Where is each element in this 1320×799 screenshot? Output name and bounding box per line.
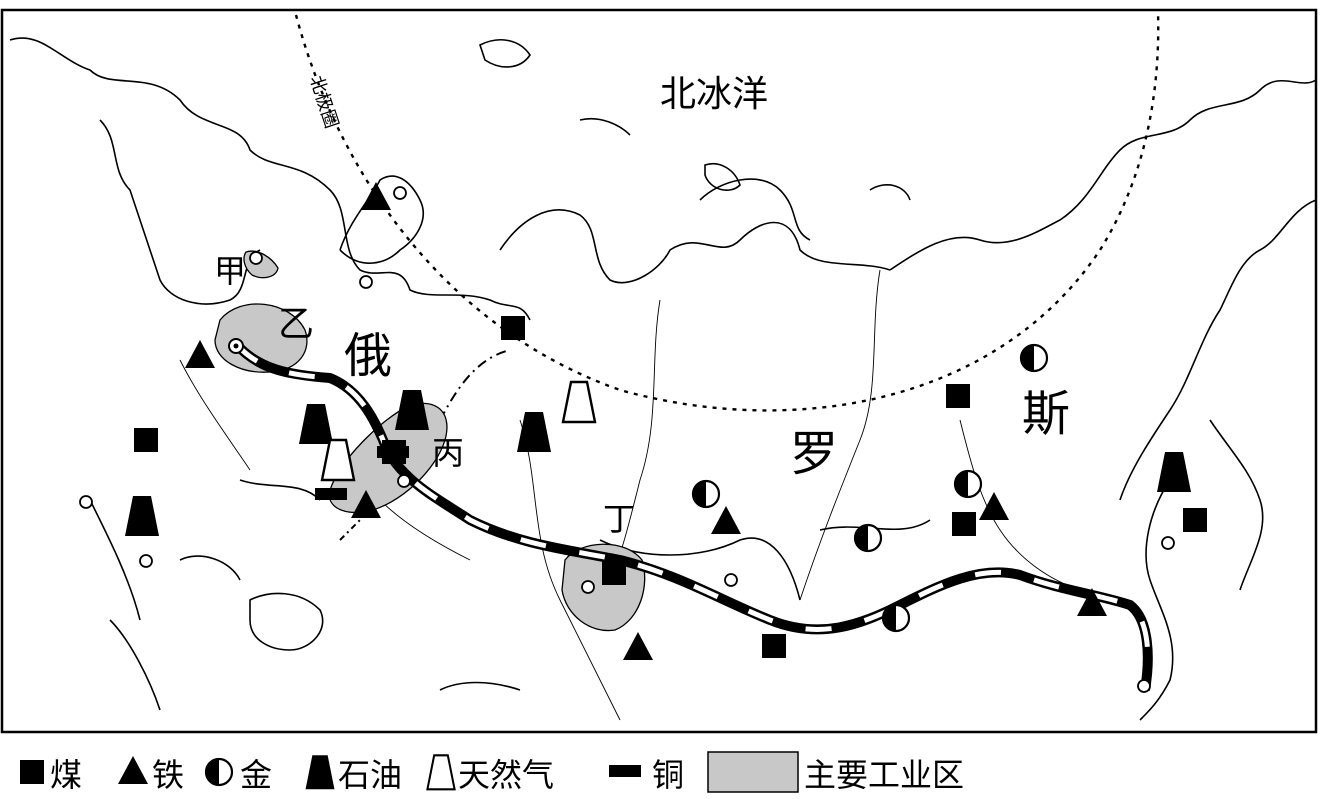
legend-gas: 天然气 bbox=[458, 756, 554, 794]
point-label-bing: 丙 bbox=[432, 434, 464, 472]
city-marker bbox=[393, 186, 407, 200]
city-marker bbox=[79, 495, 93, 509]
copper-symbol bbox=[315, 488, 347, 500]
legend-gold: 金 bbox=[240, 756, 272, 794]
coal-symbol bbox=[946, 384, 970, 408]
city-marker bbox=[397, 474, 411, 488]
coastlines bbox=[9, 37, 1317, 721]
legend-iron-icon bbox=[118, 756, 148, 784]
gold-symbol bbox=[853, 523, 883, 553]
gold-symbol bbox=[953, 469, 983, 499]
legend-gold-icon bbox=[204, 757, 234, 787]
trans-siberian-railway bbox=[233, 341, 1153, 691]
point-label-jia: 甲 bbox=[214, 252, 246, 290]
cities bbox=[79, 186, 1175, 693]
city-marker bbox=[581, 580, 595, 594]
ocean-label: 北冰洋 bbox=[660, 74, 768, 115]
legend-coal-icon bbox=[20, 760, 44, 784]
city-marker bbox=[249, 251, 263, 265]
legend-oil: 石油 bbox=[338, 756, 402, 794]
coal-symbol bbox=[1183, 508, 1207, 532]
country-char-2: 罗 bbox=[790, 426, 838, 482]
coal-symbol bbox=[501, 316, 525, 340]
gold-symbol bbox=[881, 603, 911, 633]
coal-symbol bbox=[952, 512, 976, 536]
pipeline-south bbox=[339, 509, 371, 541]
legend-iron: 铁 bbox=[152, 756, 184, 794]
city-marker bbox=[1137, 679, 1151, 693]
point-label-ding: 丁 bbox=[603, 500, 635, 538]
legend-copper-icon bbox=[609, 765, 641, 777]
legend: 煤 铁 金 石油 天然气 铜 主要工业区 bbox=[20, 751, 964, 794]
country-char-1: 俄 bbox=[344, 328, 392, 384]
legend-industrial-swatch bbox=[707, 751, 799, 793]
coal-symbol bbox=[134, 428, 158, 452]
legend-gas-icon bbox=[426, 754, 456, 791]
city-marker bbox=[1161, 536, 1175, 550]
city-marker bbox=[724, 573, 738, 587]
country-char-3: 斯 bbox=[1022, 386, 1070, 442]
coal-symbol bbox=[602, 561, 626, 585]
point-label-yi: 乙 bbox=[278, 304, 314, 345]
gold-symbol bbox=[1019, 343, 1049, 373]
industrial-area-yi bbox=[214, 303, 308, 373]
legend-copper: 铜 bbox=[652, 756, 684, 794]
gold-symbol bbox=[691, 479, 721, 509]
city-marker bbox=[139, 554, 153, 568]
copper-symbol bbox=[377, 446, 409, 458]
capital-dot bbox=[233, 343, 239, 349]
coal-symbol bbox=[762, 634, 786, 658]
city-marker bbox=[359, 275, 373, 289]
arctic-circle bbox=[294, 11, 1160, 412]
legend-industrial-area: 主要工业区 bbox=[804, 756, 964, 794]
legend-oil-icon bbox=[305, 755, 335, 790]
pipeline bbox=[429, 349, 511, 441]
map-frame bbox=[0, 8, 1318, 734]
legend-coal: 煤 bbox=[50, 756, 82, 794]
